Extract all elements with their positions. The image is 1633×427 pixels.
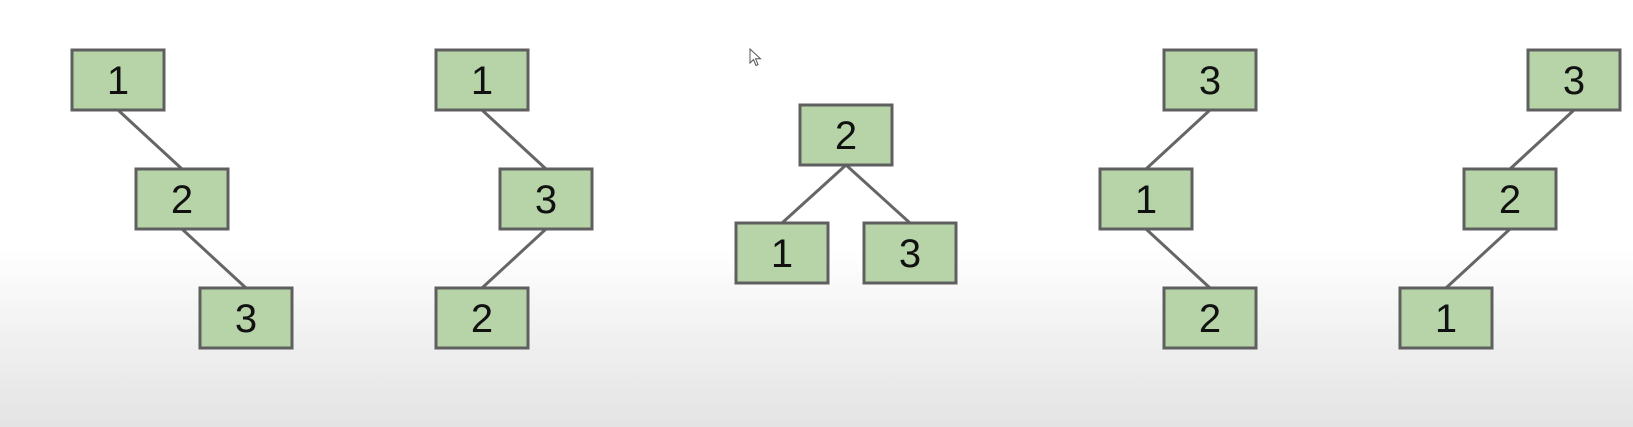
node-box	[1162, 286, 1258, 350]
node-box	[1462, 167, 1558, 231]
tree-edge	[780, 163, 848, 225]
tree-edge	[480, 227, 548, 290]
node-label: 2	[1199, 297, 1221, 341]
tree-node: 2	[798, 103, 894, 167]
node-label: 1	[771, 232, 793, 276]
tree-node: 1	[1398, 286, 1494, 350]
node-box	[498, 167, 594, 231]
node-box	[198, 286, 294, 350]
tree-node: 2	[434, 286, 530, 350]
tree-edge	[1144, 227, 1212, 290]
node-label: 3	[1199, 59, 1221, 103]
tree-edge	[1508, 108, 1576, 171]
node-box	[434, 286, 530, 350]
node-label: 1	[471, 59, 493, 103]
node-label: 2	[835, 114, 857, 158]
tree-node: 1	[70, 48, 166, 112]
node-label: 1	[107, 59, 129, 103]
tree-edge	[1144, 108, 1212, 171]
tree-5: 3 2 1	[1398, 48, 1622, 350]
tree-edge	[480, 108, 548, 171]
node-box	[1098, 167, 1194, 231]
node-label: 1	[1135, 178, 1157, 222]
tree-node: 2	[1462, 167, 1558, 231]
node-box	[798, 103, 894, 167]
node-box	[134, 167, 230, 231]
node-box	[1398, 286, 1494, 350]
node-box	[70, 48, 166, 112]
node-label: 3	[1563, 59, 1585, 103]
node-label: 3	[899, 232, 921, 276]
node-label: 3	[535, 178, 557, 222]
tree-edge	[1444, 227, 1512, 290]
node-label: 2	[471, 297, 493, 341]
node-box	[1526, 48, 1622, 112]
node-label: 1	[1435, 297, 1457, 341]
tree-node: 1	[434, 48, 530, 112]
node-label: 2	[171, 178, 193, 222]
tree-node: 3	[1162, 48, 1258, 112]
node-label: 2	[1499, 178, 1521, 222]
tree-node: 3	[1526, 48, 1622, 112]
tree-node: 1	[1098, 167, 1194, 231]
node-box	[1162, 48, 1258, 112]
node-box	[434, 48, 530, 112]
tree-node: 3	[498, 167, 594, 231]
tree-node: 3	[198, 286, 294, 350]
tree-node: 2	[134, 167, 230, 231]
tree-1: 1 2 3	[70, 48, 294, 350]
tree-node: 1	[734, 221, 830, 285]
tree-node: 3	[862, 221, 958, 285]
tree-edge	[180, 227, 248, 290]
tree-node: 2	[1162, 286, 1258, 350]
tree-3: 2 1 3	[734, 103, 958, 285]
tree-edge	[116, 108, 184, 171]
node-box	[862, 221, 958, 285]
node-label: 3	[235, 297, 257, 341]
node-box	[734, 221, 830, 285]
tree-4: 3 1 2	[1098, 48, 1258, 350]
tree-2: 1 3 2	[434, 48, 594, 350]
tree-edge	[844, 163, 912, 225]
mouse-cursor-icon	[749, 48, 762, 67]
